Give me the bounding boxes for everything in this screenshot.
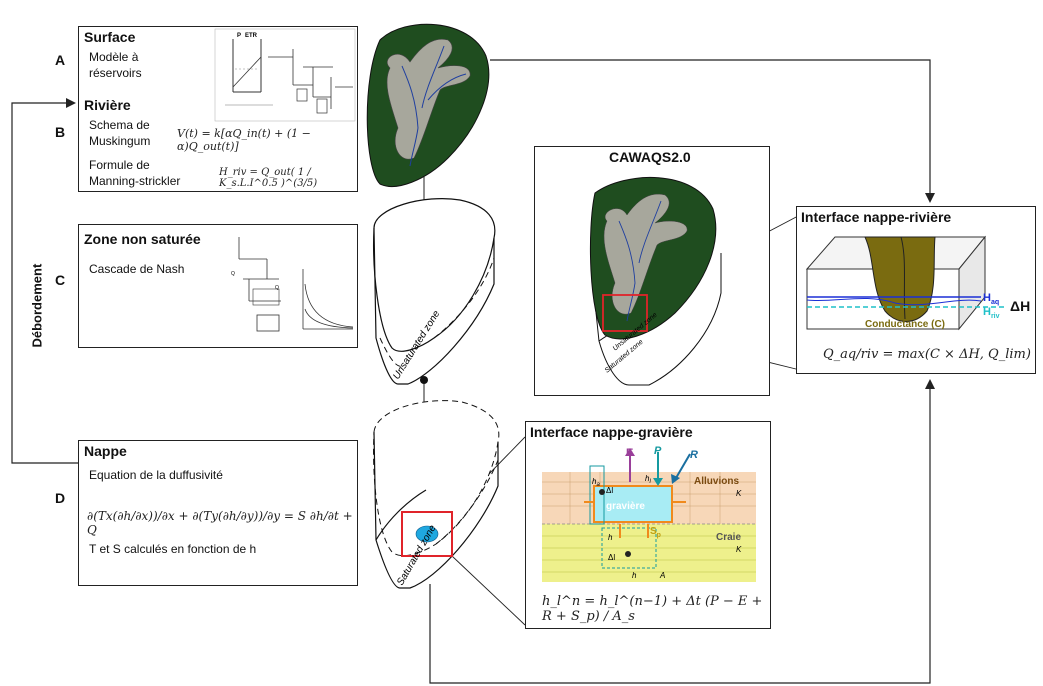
riviere-line1: Schema de [89, 118, 150, 132]
surface-title: Surface [84, 29, 136, 45]
svg-text:Q: Q [231, 271, 235, 277]
interface-nr-title: Interface nappe-rivière [801, 209, 952, 225]
svg-text:ETR: ETR [245, 33, 258, 39]
interface-nappe-riviere-box: Interface nappe-rivière Haq Hriv Conduct… [796, 206, 1036, 374]
label-d: D [55, 490, 66, 506]
reservoir-model-sketch: P ETR [214, 28, 356, 122]
craie-label: Craie [716, 532, 741, 543]
svg-text:Q: Q [275, 285, 279, 291]
hi-label: h [608, 533, 613, 542]
alluvions-label: Alluvions [694, 476, 739, 487]
interface-ng-formula: h_l^n = h_l^(n−1) + Δt (P − E + R + S_p)… [542, 594, 763, 624]
interface-nappe-graviere-box: Interface nappe-gravière ha Δl gravière … [525, 421, 771, 629]
surface-catchment [366, 23, 490, 187]
svg-text:P: P [237, 33, 241, 39]
cawaqs-stack: Saturated zone Unsaturated zone [589, 176, 722, 386]
cawaqs-box: CAWAQS2.0 Saturated zone Unsaturated zon… [534, 146, 770, 396]
nappe-line1: Equation de la duffusivité [89, 468, 223, 482]
h-aq-label: Haq [983, 292, 999, 306]
conductance-label: Conductance (C) [865, 319, 945, 330]
dl-label-bottom: Δl [608, 553, 615, 562]
unsaturated-zone-shell: Unsaturated zone [373, 198, 496, 385]
As-label: A [659, 571, 665, 580]
ha-label: ha [592, 477, 600, 488]
interface-nr-formula: Q_aq/riv = max(C × ΔH, Q_lim) [823, 347, 1031, 362]
river-aquifer-block: Haq Hriv Conductance (C) [805, 235, 1005, 331]
manning-formula: H_riv = Q_out( 1 / K_s.L.I^0.5 )^(3/5) [219, 167, 318, 189]
P-label: P [654, 446, 662, 457]
graviere-label: gravière [606, 501, 645, 512]
zns-title: Zone non saturée [84, 231, 201, 247]
R-label: R [690, 449, 698, 461]
nappe-title: Nappe [84, 443, 127, 459]
cawaqs-title: CAWAQS2.0 [609, 149, 691, 165]
nappe-line2: T et S calculés en fonction de h [89, 542, 257, 556]
riviere-line4: Manning-strickler [89, 174, 181, 188]
h-riv-label: Hriv [983, 306, 1000, 320]
surface-riviere-box: Surface Modèle à réservoirs Rivière Sche… [78, 26, 358, 192]
muskingum-formula: V(t) = k[αQ_in(t) + (1 − α)Q_out(t)] [177, 127, 311, 153]
delta-h-label: ΔH [1010, 298, 1031, 314]
surface-line2: réservoirs [89, 66, 142, 80]
hs-label: h [632, 571, 637, 580]
interface-ng-title: Interface nappe-gravière [530, 424, 693, 440]
zns-line1: Cascade de Nash [89, 262, 185, 276]
dl-label-top: Δl [606, 486, 613, 495]
kc-label: K [736, 545, 742, 554]
sp-label: Sp [650, 526, 661, 539]
riviere-line2: Muskingum [89, 134, 151, 148]
surface-line1: Modèle à [89, 50, 139, 64]
E-label: E [626, 447, 633, 459]
nappe-box: Nappe Equation de la duffusivité ∂(Tx(∂h… [78, 440, 358, 586]
saturated-zone-shell: Saturated zone [373, 400, 500, 589]
label-b: B [55, 124, 66, 140]
riviere-title: Rivière [84, 97, 131, 113]
nash-cascade-sketch: Q Q [231, 237, 354, 332]
label-a: A [55, 52, 66, 68]
diffusivity-formula: ∂(Tx(∂h/∂x))/∂x + ∂(Ty(∂h/∂y))/∂y = S ∂h… [87, 509, 353, 537]
kn-label: K [736, 489, 742, 498]
graviere-sketch: ha Δl gravière hl Alluvions K Craie K Sp… [542, 446, 756, 582]
riviere-line3: Formule de [89, 158, 150, 172]
zns-box: Zone non saturée Cascade de Nash Q Q [78, 224, 358, 348]
hl-label: hl [645, 474, 651, 485]
label-c: C [55, 272, 66, 288]
